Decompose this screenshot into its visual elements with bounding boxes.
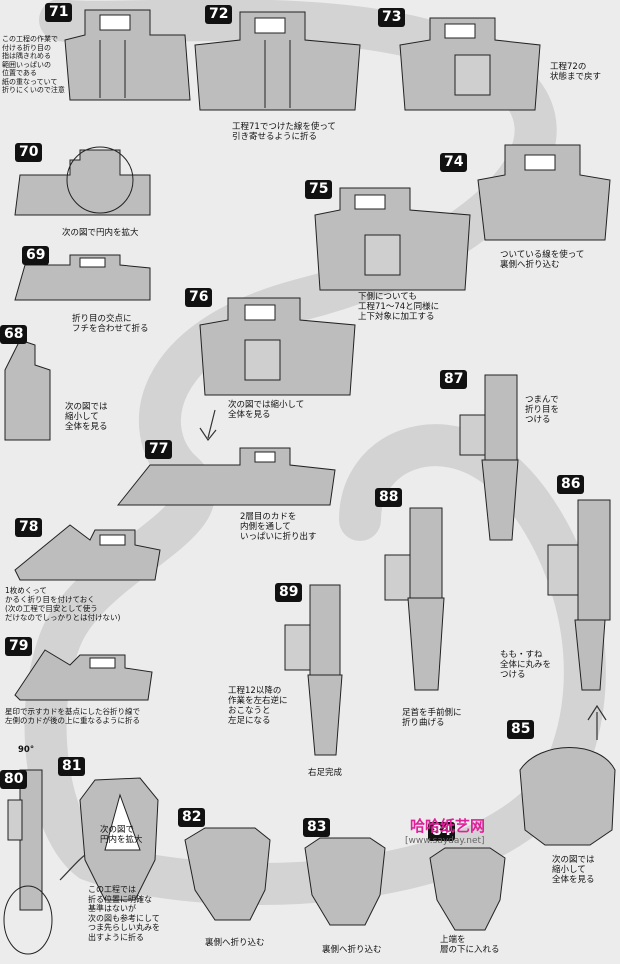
step-badge-82: 82 (178, 808, 206, 827)
note-77: 2層目のカドを 内側を通して いっぱいに折り出す (240, 512, 317, 542)
step-badge-78: 78 (15, 518, 43, 537)
note-71: この工程の作業で 付ける折り目の 指は隅きれめる 範囲いっぱいの 位置である 紙… (2, 35, 65, 94)
step-badge-83: 83 (303, 818, 331, 837)
figure-step-75 (314, 187, 471, 291)
step-badge-68: 68 (0, 325, 28, 344)
step-badge-87: 87 (440, 370, 468, 389)
note-70: 次の図で円内を拡大 (62, 228, 139, 238)
step-badge-80: 80 (0, 770, 28, 789)
figure-step-81 (79, 777, 159, 901)
arrow-80-to-81 (59, 854, 86, 881)
step-badge-74: 74 (440, 153, 468, 172)
note-78: 1枚めくって かるく折り目を付けておく (次の工程で目安として使う だけなのでし… (5, 586, 121, 622)
note-82: 裏側へ折り込む (205, 938, 265, 948)
step-badge-89: 89 (275, 583, 303, 602)
note-88: 足首を手前側に 折り曲げる (402, 708, 462, 728)
figure-step-85 (519, 747, 616, 846)
figure-step-87 (459, 374, 519, 541)
figure-step-82 (184, 827, 271, 921)
note-right-leg-complete: 右足完成 (308, 768, 343, 778)
step-badge-69: 69 (22, 246, 50, 265)
watermark-brand: 哈哈纸艺网 (410, 817, 486, 835)
note-86: もも・すね 全体に丸みを つける (500, 650, 552, 680)
figure-step-80 (3, 769, 53, 955)
step-badge-77: 77 (145, 440, 173, 459)
note-angle: 90° (18, 745, 35, 755)
step-badge-86: 86 (557, 475, 585, 494)
step-badge-76: 76 (185, 288, 213, 307)
note-72: 工程71でつけた線を使って 引き寄せるように折る (232, 122, 336, 142)
figure-step-68 (4, 339, 51, 441)
figure-step-72 (194, 11, 361, 111)
arrow-85-to-86 (587, 704, 607, 740)
step-badge-72: 72 (205, 5, 233, 24)
step-badge-73: 73 (378, 8, 406, 27)
figure-step-79 (14, 649, 153, 701)
note-83: 裏側へ折り込む (322, 945, 382, 955)
figure-step-71 (64, 9, 191, 101)
figure-step-78 (14, 524, 161, 581)
note-85: 次の図では 縮小して 全体を見る (552, 855, 595, 885)
step-badge-71: 71 (45, 3, 73, 22)
note-87: つまんで 折り目を つける (525, 395, 560, 425)
note-74: ついている線を使って 裏側へ折り込む (500, 250, 585, 270)
figure-step-69 (14, 254, 151, 301)
step-badge-70: 70 (15, 143, 43, 162)
step-badge-79: 79 (5, 637, 33, 656)
figure-step-77 (116, 447, 336, 506)
step-badge-81: 81 (58, 757, 86, 776)
step-badge-84: 84 (428, 822, 456, 841)
note-76: 次の図では縮小して 全体を見る (228, 400, 305, 420)
note-80: この工程では 折る位置に明確な 基準はないが 次の図も参考にして つま先らしい丸… (88, 885, 160, 942)
note-89: 工程12以降の 作業を左右逆に おこなうと 左足になる (228, 686, 288, 726)
step-badge-75: 75 (305, 180, 333, 199)
step-badge-88: 88 (375, 488, 403, 507)
note-75: 下側についても 工程71～74と同様に 上下対象に加工する (358, 292, 440, 322)
figure-step-89 (284, 584, 343, 756)
figure-step-86 (547, 499, 611, 691)
note-81: 次の図で 円内を拡大 (100, 825, 143, 845)
figure-step-76 (199, 297, 356, 396)
watermark-url: [www.sayday.net] (405, 836, 485, 846)
figure-step-74 (477, 144, 611, 241)
note-69: 折り目の交点に フチを合わせて折る (72, 314, 149, 334)
figure-step-88 (384, 507, 445, 691)
figure-step-70 (14, 146, 151, 216)
figure-step-83 (304, 837, 386, 926)
figure-step-73 (399, 17, 541, 111)
note-73: 工程72の 状態まで戻す (550, 62, 602, 82)
arrow-76-to-77 (199, 409, 217, 442)
note-84: 上端を 層の下に入れる (440, 935, 500, 955)
note-79: 星印で示すカドを基点にした谷折り線で 左側のカドが後の上に重なるように折る (5, 707, 140, 725)
note-68: 次の図では 縮小して 全体を見る (65, 402, 108, 432)
figure-step-84 (429, 847, 506, 931)
step-badge-85: 85 (507, 720, 535, 739)
